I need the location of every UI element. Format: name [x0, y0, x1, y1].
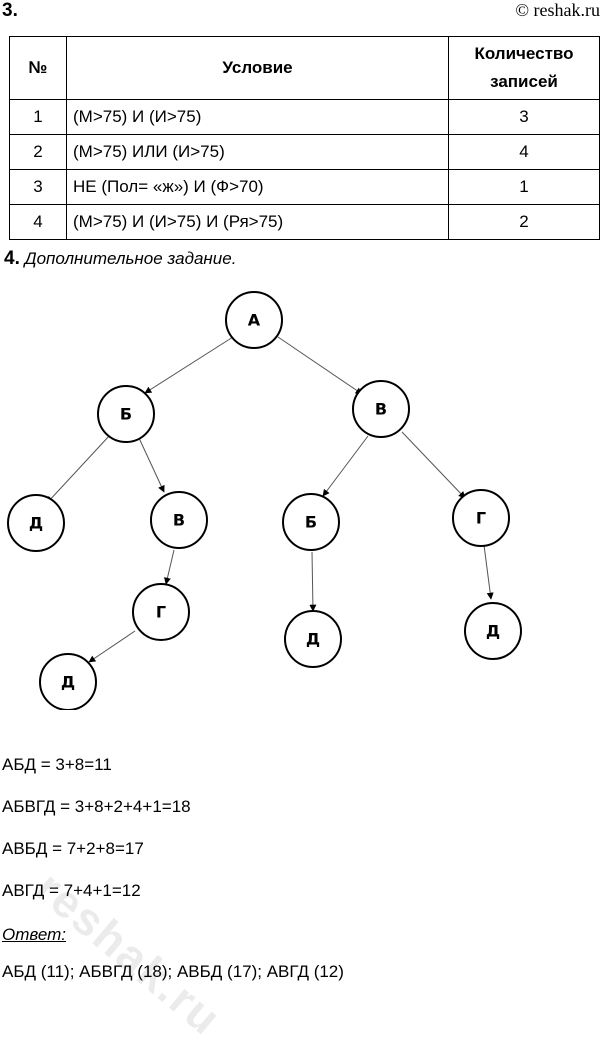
edge — [322, 435, 369, 497]
tree-node-label: Б — [120, 405, 132, 424]
tree-diagram: А Б В Д В Б Г Г Д Д Д — [7, 291, 522, 710]
tree-node-circle — [39, 653, 97, 710]
table-row: 2 (М>75) ИЛИ (И>75) 4 — [9, 134, 600, 170]
tree-node-circle — [452, 489, 510, 547]
tree-node-circle — [282, 493, 340, 551]
tree-node-label: Д — [306, 630, 320, 649]
row-num: 3 — [9, 169, 67, 205]
edge — [309, 551, 317, 612]
tree-node-label: Г — [476, 509, 486, 528]
calculation-line: АВБД = 7+2+8=17 — [2, 839, 144, 858]
tree-node-label: Г — [156, 603, 166, 622]
header-num: № — [9, 36, 67, 100]
row-condition: НЕ (Пол= «ж») И (Ф>70) — [66, 169, 449, 205]
row-condition: (М>75) И (И>75) И (Ря>75) — [66, 204, 449, 240]
tree-node-circle — [352, 380, 410, 438]
header-count-line2: записей — [490, 72, 558, 91]
row-count: 3 — [448, 99, 600, 135]
edge — [138, 437, 165, 493]
tree-node-circle — [7, 494, 65, 552]
tree-node-circle — [150, 491, 208, 549]
tree-node-label: В — [173, 511, 185, 530]
tree-node-label: Б — [305, 513, 317, 532]
row-count: 2 — [448, 204, 600, 240]
table-row: 4 (М>75) И (И>75) И (Ря>75) 2 — [9, 204, 600, 240]
task4-heading: 4. Дополнительное задание. — [4, 248, 236, 270]
header-condition: Условие — [66, 36, 449, 100]
calculation-line: АБД = 3+8=11 — [2, 755, 112, 774]
tree-node-circle — [464, 602, 522, 660]
header-count-line1: Количество — [474, 44, 574, 63]
task4-number: 4. — [4, 248, 20, 269]
row-count: 4 — [448, 134, 600, 170]
edge — [277, 336, 363, 395]
table-row: 1 (М>75) И (И>75) 3 — [9, 99, 600, 135]
edge — [164, 549, 175, 585]
row-num: 1 — [9, 99, 67, 135]
row-count: 1 — [448, 169, 600, 205]
edge — [483, 544, 494, 600]
tree-node-circle — [284, 610, 342, 668]
answer-text: АБД (11); АБВГД (18); АВБД (17); АВГД (1… — [2, 962, 344, 981]
edge — [401, 431, 466, 499]
row-condition: (М>75) И (И>75) — [66, 99, 449, 135]
tree-node-label: А — [248, 311, 261, 330]
edge — [46, 434, 111, 504]
tree-edges — [46, 336, 494, 663]
tree-node-label: В — [375, 400, 387, 419]
tree-node-circle — [97, 385, 155, 443]
copyright-text: © reshak.ru — [515, 0, 600, 20]
row-num: 2 — [9, 134, 67, 170]
calculation-line: АБВГД = 3+8+2+4+1=18 — [2, 797, 191, 816]
header-count: Количество записей — [448, 36, 600, 100]
table-row: 3 НЕ (Пол= «ж») И (Ф>70) 1 — [9, 169, 600, 205]
tree-node-label: Д — [29, 514, 43, 533]
conditions-table: № Условие Количество записей 1 (М>75) И … — [9, 36, 600, 240]
tree-node-label: Д — [61, 673, 75, 692]
table-header-row: № Условие Количество записей — [9, 36, 600, 100]
tree-node-circle — [132, 583, 190, 641]
calculation-line: АВГД = 7+4+1=12 — [2, 881, 141, 900]
tree-node-label: Д — [486, 622, 500, 641]
row-condition: (М>75) ИЛИ (И>75) — [66, 134, 449, 170]
row-num: 4 — [9, 204, 67, 240]
task3-number: 3. — [2, 0, 18, 21]
edge — [88, 630, 136, 663]
task4-title: Дополнительное задание. — [24, 249, 237, 268]
tree-node-circle — [225, 291, 283, 349]
edge — [144, 336, 234, 394]
answer-label: Ответ: — [2, 925, 67, 944]
